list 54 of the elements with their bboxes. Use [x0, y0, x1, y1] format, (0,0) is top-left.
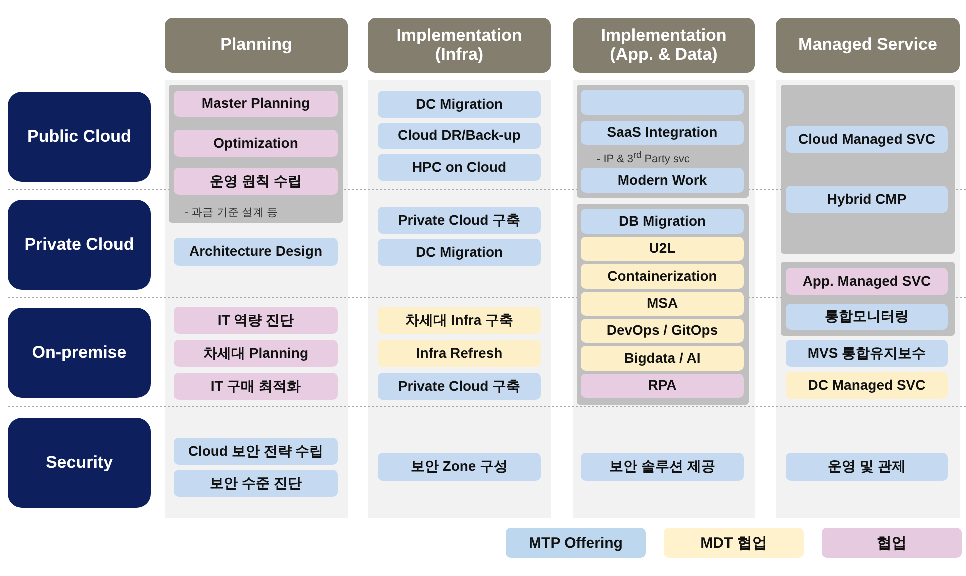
service-box: 통합모니터링 — [786, 304, 948, 330]
column-header: Implementation (Infra) — [368, 18, 551, 73]
service-box: Private Cloud 구축 — [378, 207, 541, 234]
service-box: 차세대 Planning — [174, 340, 338, 367]
note-text: - 과금 기준 설계 등 — [185, 206, 278, 220]
service-box: DC Migration — [378, 91, 541, 118]
column-header: Planning — [165, 18, 348, 73]
service-box: 운영 및 관제 — [786, 453, 948, 481]
service-box: U2L — [581, 237, 744, 261]
service-box — [581, 90, 744, 115]
service-box: DB Migration — [581, 209, 744, 234]
service-box: Architecture Design — [174, 238, 338, 266]
service-box: 보안 수준 진단 — [174, 470, 338, 497]
note-text: - IP & 3$^{rd}$ Party svc — [597, 150, 690, 166]
row-header: Security — [8, 418, 151, 508]
service-box: Master Planning — [174, 91, 338, 117]
service-box: Containerization — [581, 264, 744, 289]
group-panel — [781, 85, 955, 254]
service-box: DevOps / GitOps — [581, 319, 744, 343]
service-box: 보안 솔루션 제공 — [581, 453, 744, 481]
service-box: Cloud Managed SVC — [786, 126, 948, 153]
group-panel — [781, 262, 955, 336]
service-box: App. Managed SVC — [786, 268, 948, 295]
legend-swatch: MTP Offering — [506, 528, 646, 558]
row-header: Private Cloud — [8, 200, 151, 290]
service-box: Infra Refresh — [378, 340, 541, 367]
service-box: DC Managed SVC — [786, 372, 948, 399]
service-box: MVS 통합유지보수 — [786, 340, 948, 367]
service-box: Optimization — [174, 130, 338, 157]
group-panel — [577, 85, 749, 198]
service-box: RPA — [581, 374, 744, 398]
service-box: Private Cloud 구축 — [378, 373, 541, 400]
row-header: Public Cloud — [8, 92, 151, 182]
service-box: Cloud 보안 전략 수립 — [174, 438, 338, 465]
service-box: IT 역량 진단 — [174, 307, 338, 334]
service-box: Hybrid CMP — [786, 186, 948, 213]
service-box: IT 구매 최적화 — [174, 373, 338, 400]
column-header: Managed Service — [776, 18, 960, 73]
legend-swatch: 협업 — [822, 528, 962, 558]
service-box: 차세대 Infra 구축 — [378, 307, 541, 334]
group-panel — [577, 204, 749, 405]
service-box: HPC on Cloud — [378, 154, 541, 181]
service-box: 운영 원칙 수립 — [174, 168, 338, 195]
service-box: Bigdata / AI — [581, 346, 744, 371]
service-box: Modern Work — [581, 168, 744, 193]
service-box: MSA — [581, 292, 744, 316]
service-box: SaaS Integration — [581, 121, 744, 145]
service-box: Cloud DR/Back-up — [378, 123, 541, 149]
row-header: On-premise — [8, 308, 151, 398]
group-panel — [169, 85, 343, 223]
service-box: DC Migration — [378, 239, 541, 266]
column-header: Implementation (App. & Data) — [573, 18, 755, 73]
service-box: 보안 Zone 구성 — [378, 453, 541, 481]
legend-swatch: MDT 협업 — [664, 528, 804, 558]
